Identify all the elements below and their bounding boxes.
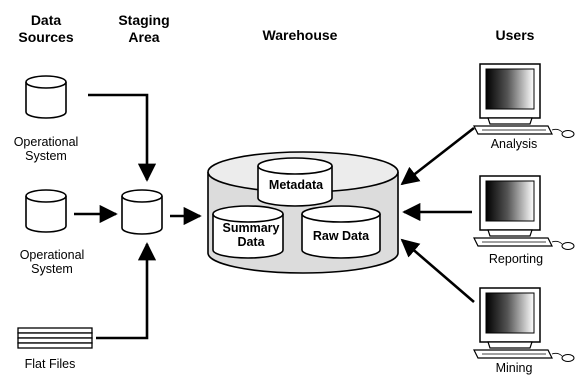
summary-data-label-line2: Data xyxy=(237,235,265,249)
flat-files-icon xyxy=(17,327,93,349)
header-data-sources-line1: Data xyxy=(31,12,62,28)
summary-data-cylinder xyxy=(212,205,284,259)
arrow-operational-1-to-staging xyxy=(88,93,157,182)
operational-system-cylinder-2 xyxy=(25,189,67,233)
operational-system-1-label-line2: System xyxy=(25,149,67,163)
arrow-flat-files-to-staging xyxy=(96,242,157,340)
arrow-analysis-to-warehouse xyxy=(400,126,475,186)
staging-area-cylinder xyxy=(121,189,163,235)
operational-system-2-label-line2: System xyxy=(31,262,73,276)
header-staging-area-line1: Staging xyxy=(118,12,169,28)
operational-system-1-label-line1: Operational xyxy=(14,135,79,149)
metadata-label: Metadata xyxy=(269,178,324,192)
reporting-computer-icon xyxy=(473,175,575,250)
operational-system-2-label-line1: Operational xyxy=(20,248,85,262)
mining-label: Mining xyxy=(496,361,533,375)
reporting-label: Reporting xyxy=(489,252,543,266)
header-users: Users xyxy=(496,27,535,43)
metadata-cylinder xyxy=(257,157,333,207)
raw-data-label: Raw Data xyxy=(313,229,370,243)
analysis-label: Analysis xyxy=(491,137,538,151)
header-data-sources-line2: Sources xyxy=(18,29,73,45)
header-staging-area-line2: Area xyxy=(128,29,159,45)
summary-data-label-line1: Summary xyxy=(223,221,280,235)
flat-files-label: Flat Files xyxy=(25,357,76,371)
arrow-mining-to-warehouse xyxy=(400,238,475,303)
header-warehouse: Warehouse xyxy=(263,27,338,43)
raw-data-cylinder xyxy=(301,205,381,259)
operational-system-cylinder-1 xyxy=(25,75,67,119)
mining-computer-icon xyxy=(473,287,575,362)
analysis-computer-icon xyxy=(473,63,575,138)
